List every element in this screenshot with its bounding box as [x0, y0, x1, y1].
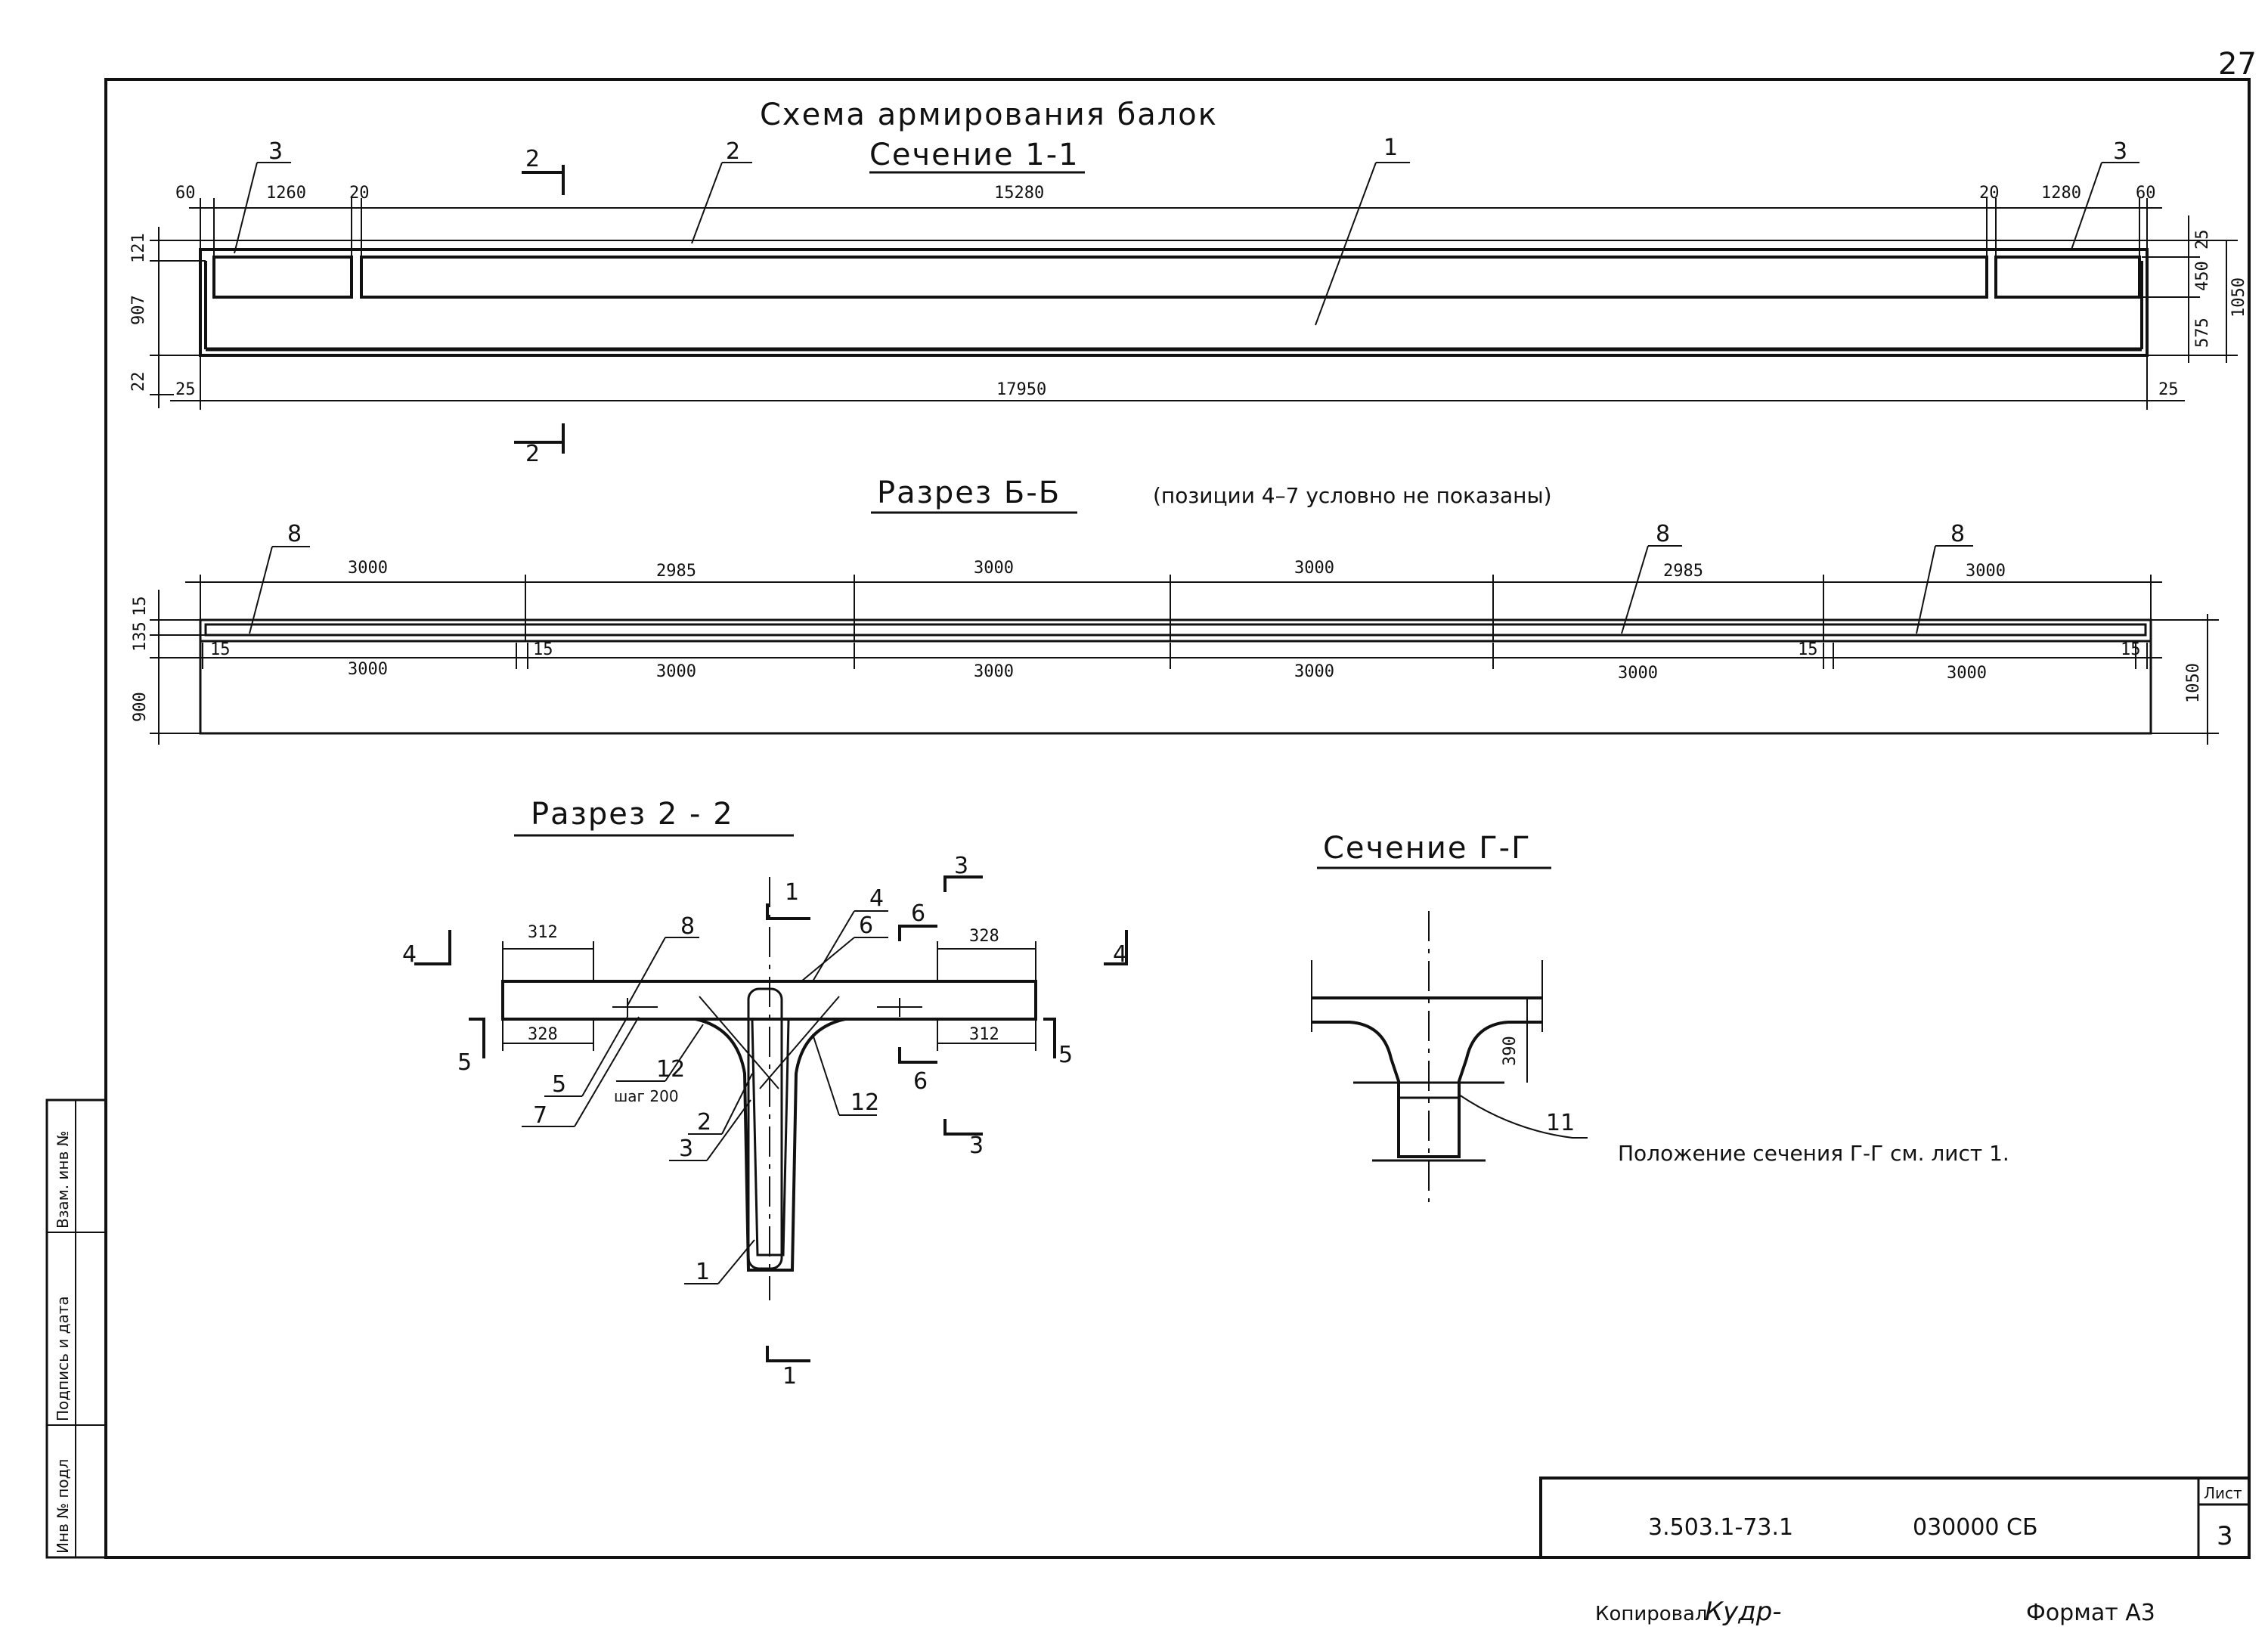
- dim-1-1-top: 60: [2136, 184, 2156, 203]
- position-label: 5: [552, 1071, 566, 1098]
- dim-1-1-top: 20: [349, 184, 370, 203]
- dim-1-1-top: 20: [1979, 184, 2000, 203]
- position-label: 8: [287, 521, 302, 547]
- dim-b-b-top: 3000: [1966, 562, 2006, 581]
- stamp-vzam-inv: Взам. инв №: [54, 1131, 72, 1229]
- document-code: 030000 СБ: [1913, 1514, 2038, 1541]
- dim-2-2: 312: [969, 1025, 999, 1044]
- dim-b-b-small: 15: [2121, 640, 2141, 659]
- position-label: 1: [696, 1259, 710, 1285]
- dim-b-b-bottom: 3000: [1618, 664, 1658, 683]
- position-label: 3: [268, 138, 283, 165]
- dim-1-1-top: 1260: [266, 184, 306, 203]
- dim-b-b-right: 1050: [2184, 663, 2203, 703]
- cut-mark-label: 3: [969, 1133, 984, 1159]
- dim-1-1-right: 575: [2193, 318, 2212, 348]
- sheet-frame: [104, 78, 2251, 1559]
- dim-b-b-bottom: 3000: [656, 662, 696, 681]
- cut-mark-label: 6: [913, 1068, 928, 1095]
- format-label: Формат А3: [2026, 1600, 2155, 1626]
- razrez-b-b-drawing: Разрез Б-Б (позиции 4–7 условно не показ…: [131, 476, 2219, 745]
- dim-b-b-left: 900: [131, 692, 150, 722]
- razrez-2-2-title: Разрез 2 - 2: [531, 797, 734, 832]
- position-label: 1: [1383, 135, 1398, 161]
- position-label: 3: [679, 1136, 693, 1162]
- section-g-g-note: Положение сечения Г-Г см. лист 1.: [1618, 1141, 2009, 1166]
- position-label: 2: [697, 1109, 711, 1136]
- dim-1-1-top: 60: [175, 184, 196, 203]
- dim-1-1-bottom: 25: [2158, 380, 2179, 399]
- stamp-podpis-data: Подпись и дата: [54, 1296, 72, 1421]
- dim-b-b-top: 2985: [656, 562, 696, 581]
- copier-signature: Кудр-: [1705, 1597, 1782, 1627]
- position-label: 2: [726, 138, 740, 165]
- position-label: 12: [850, 1089, 879, 1116]
- section-1-1-title: Сечение 1-1: [869, 138, 1080, 172]
- position-label: 6: [859, 913, 873, 939]
- dim-b-b-bottom: 3000: [974, 662, 1014, 681]
- dim-1-1-left: 22: [129, 372, 148, 392]
- dim-b-b-bottom: 3000: [1947, 664, 1987, 683]
- step-note: шаг 200: [614, 1087, 679, 1105]
- dim-b-b-top: 2985: [1663, 562, 1703, 581]
- cut-mark-label: 5: [457, 1049, 472, 1076]
- main-title: Схема армирования балок: [760, 98, 1218, 132]
- cut-mark-label: 1: [785, 879, 799, 906]
- section-g-g-title: Сечение Г-Г: [1323, 831, 1531, 866]
- dim-g-g: 390: [1501, 1036, 1520, 1066]
- title-block: 3.503.1-73.1 030000 СБ Лист 3: [1539, 1477, 2251, 1559]
- sheet-label: Лист: [2204, 1484, 2242, 1502]
- cut-mark-label: 2: [525, 146, 540, 172]
- dim-1-1-right: 1050: [2229, 277, 2248, 318]
- cut-mark-label: 4: [1113, 941, 1127, 968]
- dim-1-1-left: 121: [129, 233, 148, 263]
- dim-1-1-right: 450: [2193, 261, 2212, 291]
- position-label: 8: [1656, 521, 1670, 547]
- dim-1-1-top: 1280: [2041, 184, 2081, 203]
- section-1-1-drawing: Схема армирования балок Сечение 1-1 60 1…: [129, 98, 2248, 467]
- sheet-number: 3: [2217, 1521, 2233, 1551]
- position-label: 12: [656, 1056, 685, 1083]
- position-label: 8: [1950, 521, 1965, 547]
- dim-1-1-right: 25: [2193, 230, 2212, 250]
- cut-mark-label: 4: [402, 941, 417, 968]
- designation: 3.503.1-73.1: [1648, 1514, 1793, 1541]
- razrez-b-b-title: Разрез Б-Б: [877, 476, 1061, 510]
- dim-b-b-small: 15: [210, 640, 231, 659]
- dim-b-b-top: 3000: [1294, 559, 1334, 578]
- dim-1-1-top: 15280: [994, 184, 1044, 203]
- dim-1-1-bottom: 25: [175, 380, 196, 399]
- cut-mark-label: 5: [1058, 1042, 1073, 1068]
- cut-mark-label: 3: [954, 853, 968, 879]
- dim-1-1-left: 907: [129, 295, 148, 325]
- position-label: 11: [1546, 1110, 1575, 1136]
- position-label: 7: [533, 1102, 547, 1129]
- dim-b-b-left: 135: [131, 621, 150, 652]
- dim-2-2: 328: [528, 1025, 558, 1044]
- dim-b-b-top: 3000: [348, 559, 388, 578]
- dim-b-b-bottom: 3000: [1294, 662, 1334, 681]
- dim-b-b-top: 3000: [974, 559, 1014, 578]
- page-number: 27: [2218, 47, 2257, 82]
- copied-label: Копировал: [1595, 1603, 1708, 1625]
- cut-mark-label: 6: [911, 900, 925, 927]
- dim-2-2: 312: [528, 923, 558, 942]
- dim-b-b-small: 15: [533, 640, 553, 659]
- dim-b-b-left: 15: [131, 596, 150, 617]
- razrez-2-2-drawing: Разрез 2 - 2: [402, 797, 1128, 1390]
- dim-2-2: 328: [969, 927, 999, 946]
- section-g-g-drawing: Сечение Г-Г 390 11 Положение сечения Г-Г…: [1311, 831, 2009, 1202]
- dim-1-1-bottom: 17950: [996, 380, 1046, 399]
- position-label: 8: [680, 913, 695, 940]
- cut-mark-label: 2: [525, 441, 540, 467]
- position-label: 3: [2113, 138, 2127, 165]
- dim-b-b-small: 15: [1798, 640, 1818, 659]
- side-stamp: Инв № подл Подпись и дата Взам. инв №: [45, 1098, 107, 1559]
- dim-b-b-bottom: 3000: [348, 660, 388, 679]
- stamp-inv-podl: Инв № подл: [54, 1459, 72, 1554]
- position-label: 4: [869, 885, 884, 912]
- razrez-b-b-note: (позиции 4–7 условно не показаны): [1153, 483, 1552, 508]
- cut-mark-label: 1: [782, 1363, 797, 1390]
